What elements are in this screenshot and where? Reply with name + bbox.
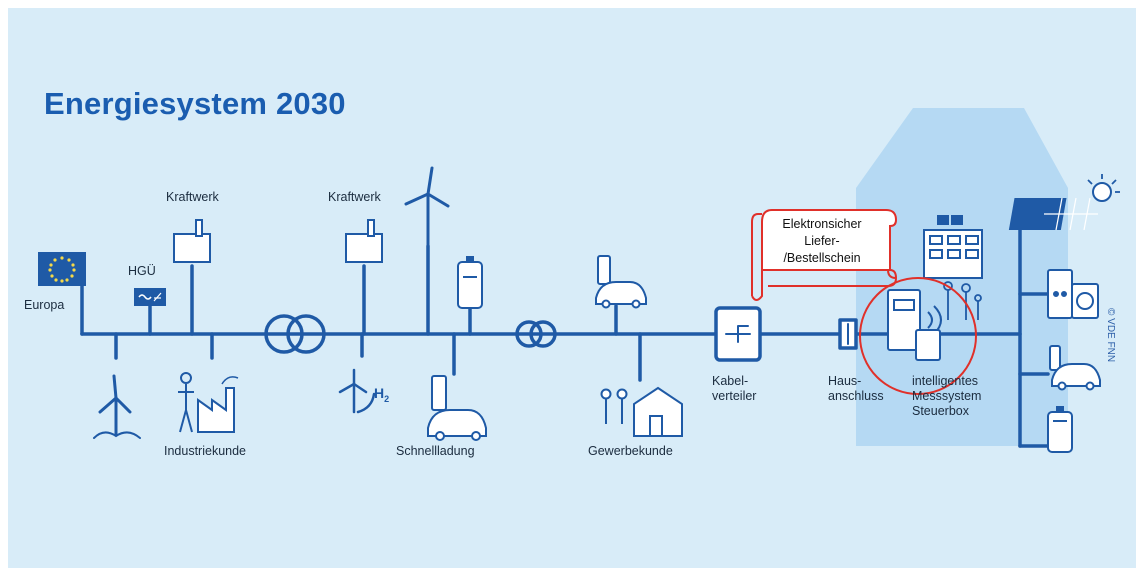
label-kabelverteiler: Kabel- verteiler — [712, 374, 756, 404]
label-ims-line-3: Steuerbox — [912, 404, 969, 418]
label-kabelverteiler-line-1: Kabel- — [712, 374, 749, 388]
eu-flag-icon — [38, 252, 86, 334]
hgu-converter-icon — [134, 288, 166, 306]
transformer-2-left — [515, 320, 543, 348]
family-icon — [943, 281, 982, 320]
heat-pump-icon — [1047, 269, 1099, 319]
label-ims-line-2: Messsystem — [912, 389, 982, 403]
copyright-text: © VDE FNN — [1105, 308, 1116, 363]
battery-icon — [457, 256, 483, 309]
highlight-circle — [859, 277, 977, 395]
label-h2: H2 — [374, 386, 389, 407]
wind-turbine-1-icon — [93, 374, 141, 439]
diagram-canvas: Energiesystem 2030 — [8, 8, 1136, 568]
ev-charging-car-icon — [595, 255, 647, 309]
solar-panel-icon — [1008, 174, 1120, 231]
label-industriekunde: Industriekunde — [164, 444, 247, 458]
gewerbekunde-icon — [600, 386, 683, 437]
diagram-title: Energiesystem 2030 — [44, 86, 346, 121]
kabelverteiler-symbol — [725, 325, 751, 343]
callout-line-2: Liefer- — [804, 234, 840, 248]
transformer-1-right — [286, 314, 326, 354]
transformer-2-right — [529, 320, 557, 348]
callout-line-3: /Bestellschein — [783, 251, 861, 265]
callout-scroll — [751, 209, 898, 301]
label-hgu: HGÜ — [128, 264, 156, 278]
transformer-1-left — [264, 314, 304, 354]
label-hausanschluss: Haus- anschluss — [828, 374, 884, 404]
label-h2-main: H — [374, 385, 385, 401]
callout-text: Elektronsicher Liefer- /Bestellschein — [768, 216, 876, 267]
label-hausanschluss-line-2: anschluss — [828, 389, 884, 403]
callout-line-1: Elektronsicher — [782, 217, 862, 231]
industriekunde-icon — [178, 372, 239, 433]
label-gewerbekunde: Gewerbekunde — [588, 444, 673, 458]
house-roof — [856, 108, 1068, 188]
label-kabelverteiler-line-2: verteiler — [712, 389, 757, 403]
label-intelligentes-messsystem: intelligentes Messsystem Steuerbox — [912, 374, 981, 419]
schnellladung-icon — [427, 375, 487, 441]
label-kraftwerk-2: Kraftwerk — [328, 190, 381, 204]
kraftwerk-2-icon — [345, 219, 383, 263]
label-h2-sub: 2 — [384, 393, 390, 404]
apartment-building-icon — [923, 215, 983, 279]
label-kraftwerk-1: Kraftwerk — [166, 190, 219, 204]
home-storage-battery-icon — [1047, 406, 1073, 453]
label-ims-line-1: intelligentes — [912, 374, 979, 388]
kraftwerk-1-icon — [173, 219, 211, 263]
label-hausanschluss-line-1: Haus- — [828, 374, 862, 388]
label-europa: Europa — [24, 298, 65, 312]
smart-meter-icon — [887, 289, 942, 361]
wind-turbine-2-icon — [404, 166, 450, 248]
home-ev-icon — [1049, 345, 1101, 391]
label-schnellladung: Schnellladung — [396, 444, 475, 458]
h2-wind-icon — [338, 368, 376, 414]
energy-system-diagram — [38, 108, 1120, 453]
